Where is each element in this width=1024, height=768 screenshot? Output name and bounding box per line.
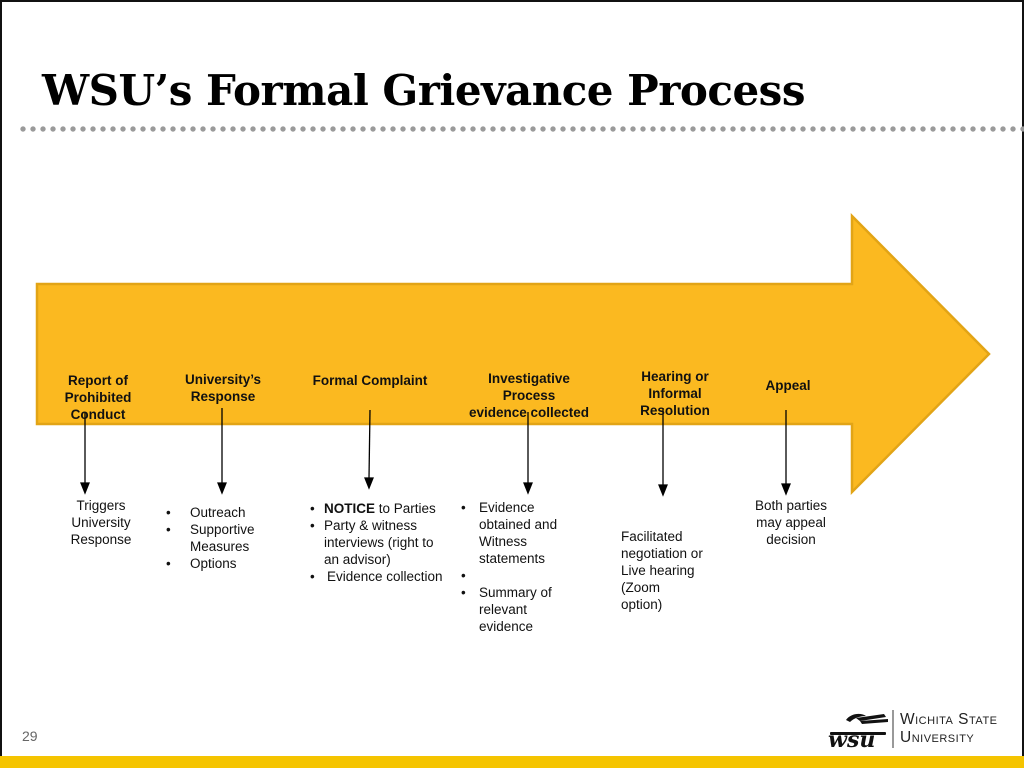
label-line: Hearing or	[641, 369, 709, 384]
bullet-item: Options	[166, 555, 286, 572]
detail-line: decision	[766, 532, 816, 547]
detail-hearing: Facilitated negotiation or Live hearing …	[621, 528, 721, 613]
detail-line: Live hearing	[621, 563, 695, 578]
label-line: University’s	[184, 372, 262, 387]
university-name-line2: University	[900, 729, 975, 746]
connector-arrow-5	[658, 408, 668, 497]
bullet-item: Summary of relevant evidence	[461, 584, 581, 635]
bullet-item: Evidence obtained and Witness statements	[461, 499, 581, 567]
connector-arrow-2	[217, 408, 227, 495]
stage-label-investigative: Investigative Process evidence collected	[458, 370, 600, 421]
detail-report: Triggers University Response	[58, 497, 144, 548]
connector-arrow-4	[523, 412, 533, 495]
stage-label-report: Report of Prohibited Conduct	[52, 372, 144, 423]
label-line: Appeal	[765, 378, 811, 393]
university-name: Wichita State University	[900, 711, 998, 747]
label-line: Resolution	[640, 403, 710, 418]
stage-label-appeal: Appeal	[748, 377, 828, 394]
detail-line: (Zoom	[621, 580, 661, 595]
dotted-divider	[18, 124, 1024, 134]
page-number: 29	[22, 728, 38, 744]
label-line: Informal	[648, 386, 702, 401]
detail-formal-complaint: NOTICE to Parties Party & witness interv…	[310, 500, 450, 585]
detail-line: University	[71, 515, 131, 530]
label-line: Response	[190, 389, 256, 404]
label-line: Report of	[68, 373, 128, 388]
label-line: Process	[502, 388, 556, 403]
detail-university-response: Outreach Supportive Measures Options	[166, 504, 286, 572]
process-arrow	[35, 212, 991, 496]
university-name-line1: Wichita State	[900, 711, 998, 728]
detail-line: Triggers	[76, 498, 126, 513]
detail-line: Both parties	[754, 498, 828, 513]
detail-investigative: Evidence obtained and Witness statements…	[461, 499, 581, 635]
detail-line: Response	[70, 532, 132, 547]
detail-line: Facilitated	[621, 529, 683, 544]
label-line: evidence collected	[468, 405, 590, 420]
bullet-item: Supportive Measures	[166, 521, 286, 555]
label-line: Conduct	[70, 407, 126, 422]
notice-rest: to Parties	[375, 501, 436, 516]
spacer	[461, 567, 581, 584]
label-line: Formal Complaint	[312, 373, 428, 388]
footer-bar	[0, 756, 1024, 768]
connector-arrow-3	[364, 409, 374, 490]
wsu-shocker-logo-icon: wsu	[828, 710, 894, 750]
detail-line: negotiation or	[621, 546, 703, 561]
detail-line: may appeal	[756, 515, 826, 530]
connector-arrow-6	[781, 410, 791, 496]
notice-emphasis: NOTICE	[324, 501, 376, 516]
slide-title: WSU’s Formal Grievance Process	[42, 66, 805, 115]
detail-appeal: Both parties may appeal decision	[744, 497, 838, 548]
stage-label-hearing: Hearing or Informal Resolution	[625, 368, 725, 419]
bullet-item: Evidence collection	[310, 568, 450, 585]
bullet-item-notice: NOTICE to Parties	[310, 500, 450, 517]
label-line: Investigative	[488, 371, 570, 386]
connector-arrow-1	[80, 412, 90, 495]
bullet-item: Outreach	[166, 504, 286, 521]
stage-label-university-response: University’s Response	[172, 371, 274, 405]
stage-label-formal-complaint: Formal Complaint	[300, 372, 440, 389]
label-line: Prohibited	[64, 390, 132, 405]
logo-mark-text: wsu	[828, 727, 875, 750]
detail-line: option)	[621, 597, 663, 612]
bullet-item: Party & witness interviews (right to an …	[310, 517, 450, 568]
